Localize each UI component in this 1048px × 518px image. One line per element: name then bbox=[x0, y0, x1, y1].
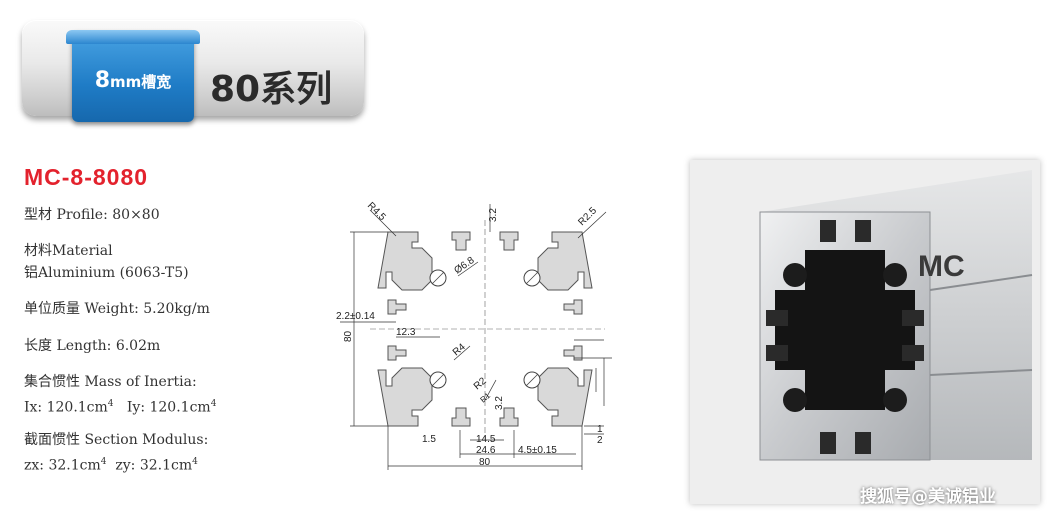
slot-width-tab: 8mm槽宽 bbox=[66, 30, 200, 122]
series-banner: 8mm槽宽 80系列 bbox=[22, 20, 364, 122]
slot-width-value: 8 bbox=[94, 67, 111, 93]
spec-modulus-label: 截面惯性 Section Modulus: bbox=[24, 432, 209, 448]
dim-45: 4.5±0.15 bbox=[518, 445, 557, 456]
dim-32-mid: 3.2 bbox=[494, 396, 505, 410]
spec-profile: 型材 Profile: 80×80 bbox=[24, 207, 160, 223]
spec-inertia-label: 集合惯性 Mass of Inertia: bbox=[24, 374, 197, 390]
spec-modulus-zx: zx: 32.1cm bbox=[24, 457, 101, 474]
dim-r25: R2.5 bbox=[576, 205, 599, 228]
spec-modulus-zx-exp: 4 bbox=[100, 457, 107, 467]
dim-123: 12.3 bbox=[396, 327, 416, 338]
spec-weight: 单位质量 Weight: 5.20kg/m bbox=[24, 301, 210, 317]
dim-80-vertical: 80 bbox=[343, 330, 354, 342]
watermark: 搜狐号@美诚铝业 bbox=[860, 487, 996, 507]
dim-r1: R1 bbox=[479, 391, 493, 405]
dim-32-top: 3.2 bbox=[488, 208, 499, 222]
spec-modulus-zy-exp: 4 bbox=[192, 457, 198, 467]
dim-145: 14.5 bbox=[476, 434, 496, 445]
spec-modulus-values: zx: 32.1cm4 zy: 32.1cm4 bbox=[24, 451, 198, 477]
profile-cross-section-drawing: R4.5 3.2 R2.5 Ø6.8 2.2±0.14 80 12.3 R4 R… bbox=[336, 200, 612, 470]
dim-phi68: Ø6.8 bbox=[452, 255, 476, 277]
spec-inertia-ix: Ix: 120.1cm bbox=[24, 399, 108, 416]
profile-outline bbox=[377, 231, 593, 427]
dim-r45: R4.5 bbox=[365, 200, 388, 223]
series-title: 80系列 bbox=[210, 69, 333, 110]
dim-15: 1.5 bbox=[422, 434, 436, 445]
spec-material-label: 材料Material bbox=[24, 243, 113, 259]
aluminium-profile-render: MC bbox=[690, 160, 1040, 504]
dim-1: 1 bbox=[597, 424, 603, 435]
brand-logo: MC bbox=[918, 250, 965, 283]
spec-length: 长度 Length: 6.02m bbox=[24, 338, 161, 354]
spec-inertia-ix-exp: 4 bbox=[107, 399, 114, 409]
spec-inertia-iy: Iy: 120.1cm bbox=[126, 399, 211, 416]
dim-246: 24.6 bbox=[476, 445, 496, 456]
dim-r2: R2 bbox=[472, 375, 489, 392]
spec-inertia-values: Ix: 120.1cm4 Iy: 120.1cm4 bbox=[24, 393, 216, 419]
dim-2: 2 bbox=[597, 435, 603, 446]
dim-r4: R4 bbox=[451, 341, 468, 358]
slot-width-unit: mm槽宽 bbox=[110, 72, 172, 91]
model-number: MC-8-8080 bbox=[24, 164, 149, 190]
product-photo: MC bbox=[690, 160, 1040, 504]
spec-modulus-zy: zy: 32.1cm bbox=[115, 457, 193, 474]
dim-22: 2.2±0.14 bbox=[336, 311, 375, 322]
spec-inertia-iy-exp: 4 bbox=[210, 399, 217, 409]
dim-80-horizontal: 80 bbox=[479, 457, 491, 468]
spec-material-value: 铝Aluminium (6063-T5) bbox=[24, 265, 189, 281]
